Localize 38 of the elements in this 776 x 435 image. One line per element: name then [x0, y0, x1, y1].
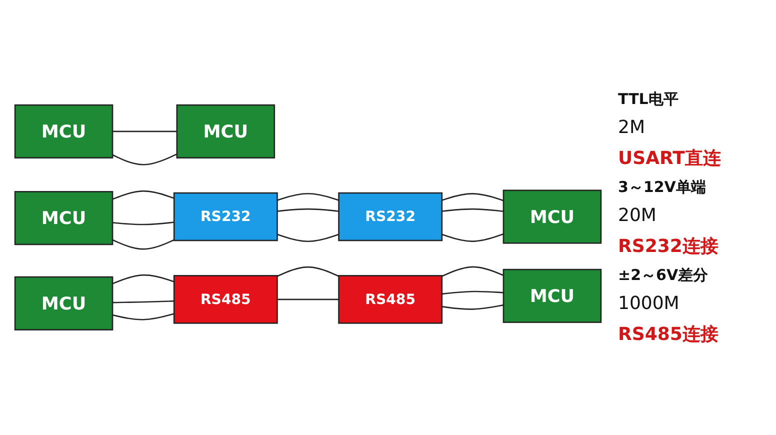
connector	[276, 266, 340, 277]
node-box: MCU	[14, 191, 114, 246]
connector	[112, 274, 174, 284]
connector	[112, 313, 174, 320]
node-box: RS232	[173, 192, 278, 242]
label-text: USART直连	[618, 146, 722, 170]
label-text: ±2～6V差分	[618, 266, 710, 284]
connector	[112, 222, 174, 226]
connector	[442, 208, 504, 212]
connector	[277, 298, 339, 300]
node-box: MCU	[502, 268, 602, 324]
connector	[442, 290, 504, 295]
label-text: TTL电平	[618, 90, 680, 108]
connector	[277, 234, 339, 242]
label-text: 2M	[618, 116, 646, 138]
connector	[112, 239, 174, 250]
connector	[442, 193, 504, 202]
node-box: RS232	[338, 192, 443, 242]
connector	[112, 190, 174, 200]
connector	[442, 304, 504, 310]
connector	[277, 208, 339, 212]
label-text: 3～12V单端	[618, 178, 707, 196]
connector	[442, 266, 504, 277]
label-text: 20M	[618, 204, 658, 226]
label-text: RS485连接	[618, 322, 720, 346]
label-text: RS232连接	[618, 234, 720, 258]
node-box: MCU	[14, 276, 114, 331]
node-box: MCU	[502, 190, 602, 244]
node-box: MCU	[176, 104, 276, 159]
label-text: 1000M	[618, 292, 680, 314]
connector	[112, 300, 174, 304]
node-box: RS485	[173, 275, 278, 324]
node-box: RS485	[338, 275, 443, 324]
connector	[442, 233, 504, 242]
connector	[277, 193, 339, 201]
connector	[112, 130, 177, 132]
node-box: MCU	[14, 104, 114, 159]
connector	[112, 154, 178, 166]
